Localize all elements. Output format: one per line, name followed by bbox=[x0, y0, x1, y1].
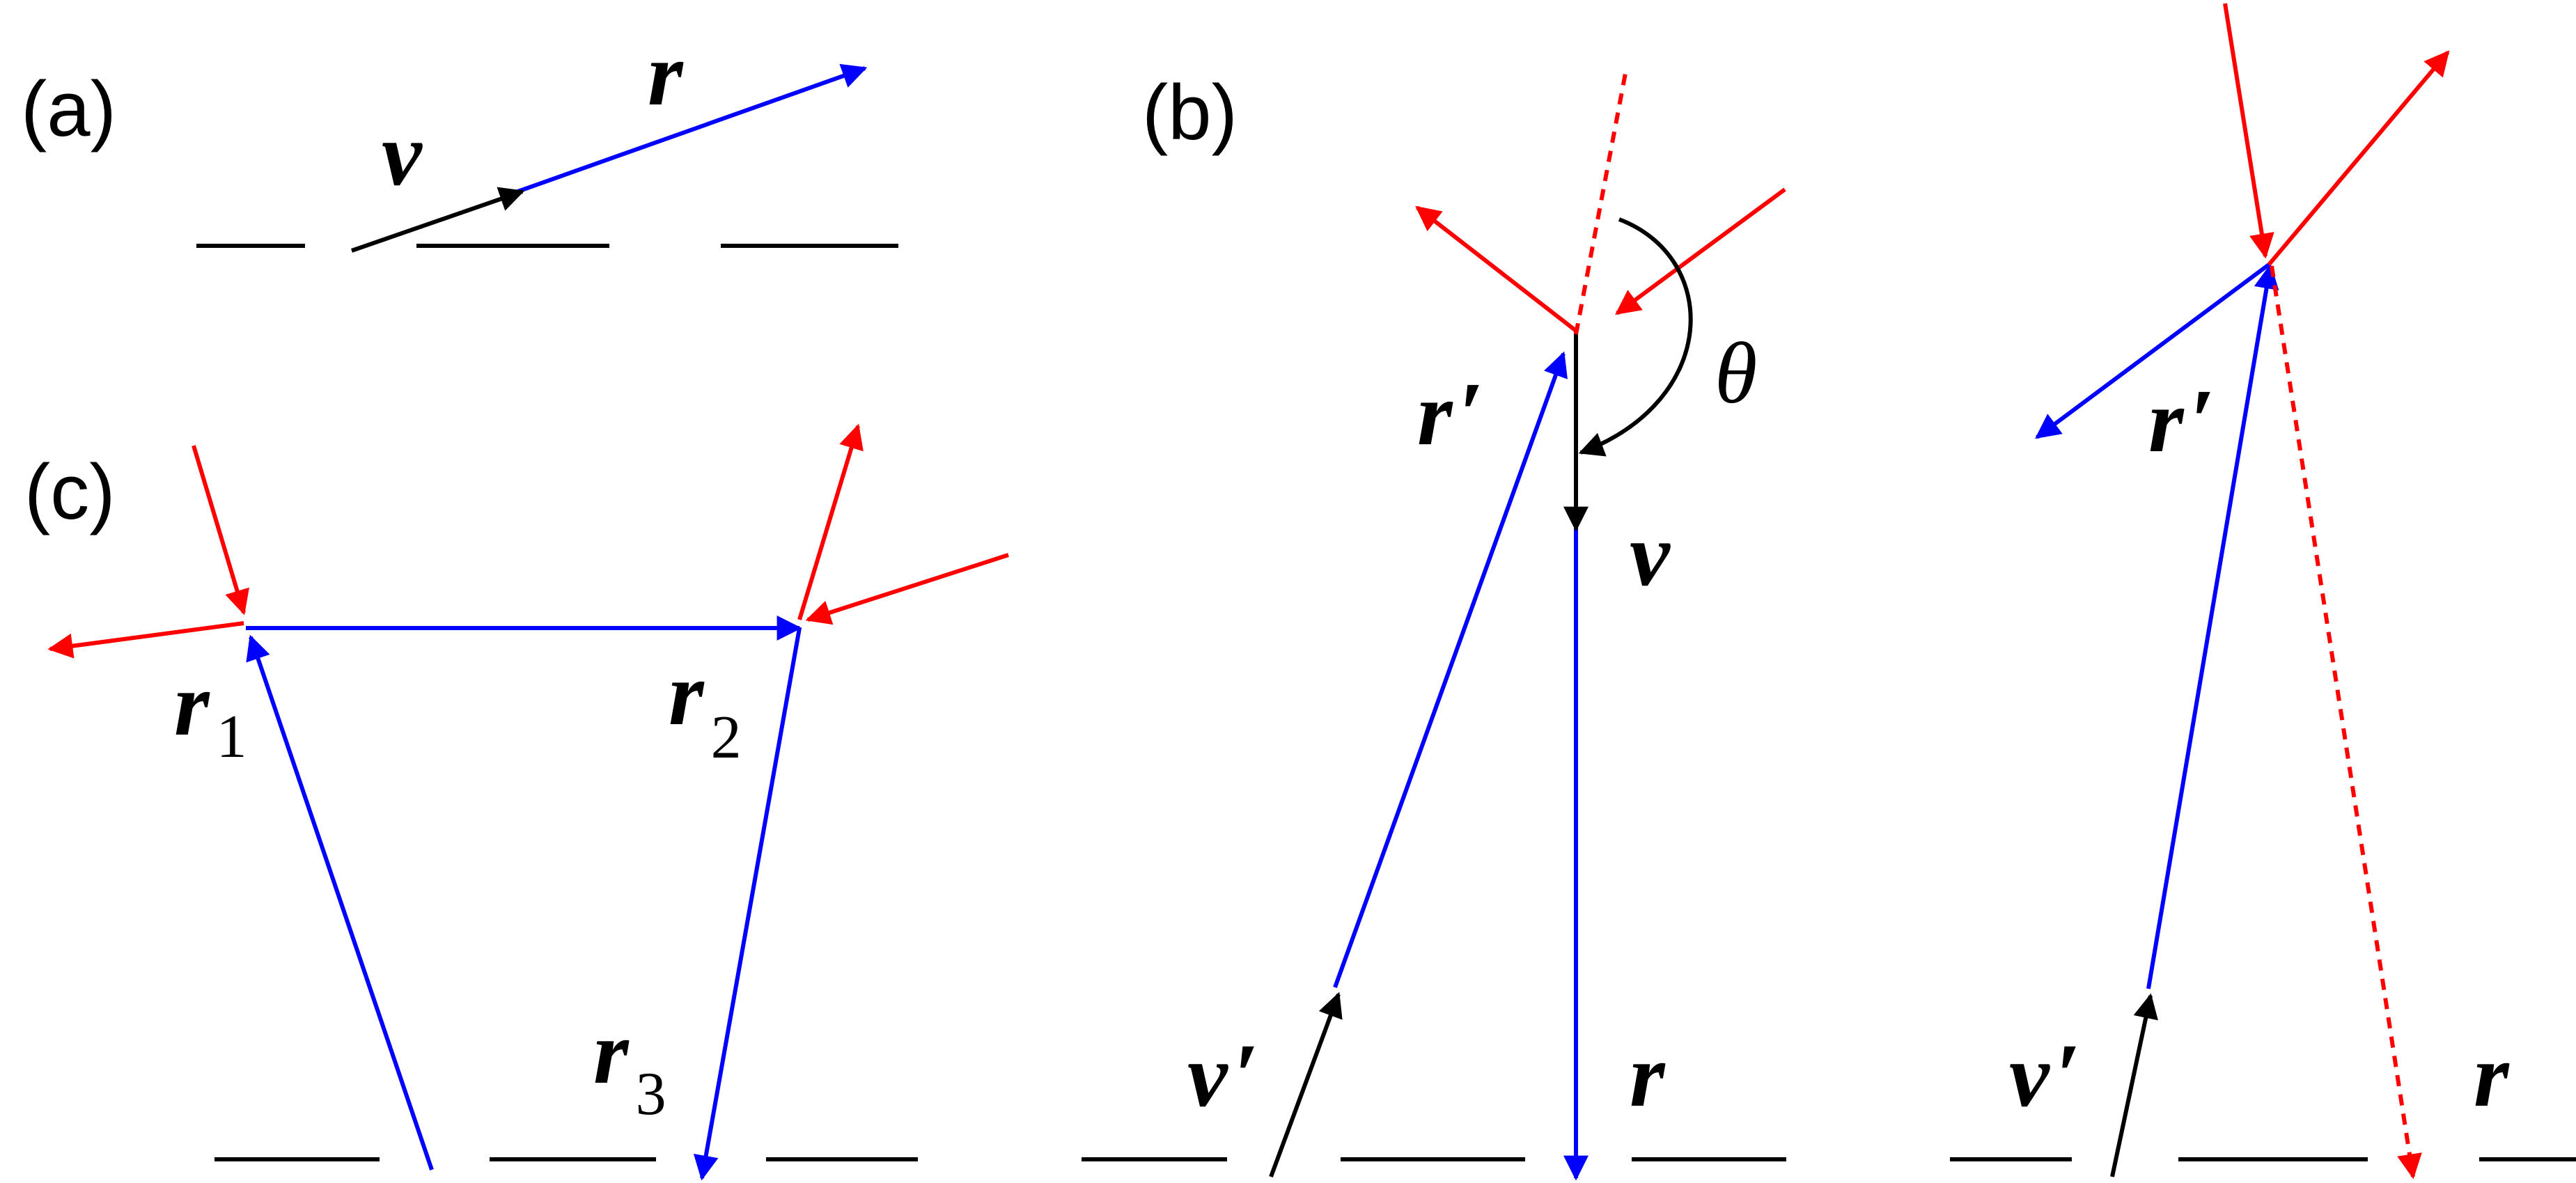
vector-v-arrow bbox=[351, 187, 525, 253]
incoming-red-arrow bbox=[2223, 3, 2274, 259]
incoming-red-arrow bbox=[805, 553, 1009, 625]
vector-v-prime-arrow bbox=[2110, 993, 2158, 1177]
vector-r-label: r bbox=[2474, 1026, 2510, 1126]
vector-r-label: r bbox=[648, 24, 684, 125]
vector-r-arrow bbox=[510, 63, 868, 196]
outgoing-red-arrow bbox=[1415, 205, 1577, 333]
vector-r-prime-label: r′ bbox=[2148, 371, 2215, 471]
panel-a-label: (a) bbox=[21, 65, 116, 152]
vector-v-label: v bbox=[382, 104, 423, 205]
theta-label: θ bbox=[1715, 326, 1757, 422]
vector-v-label: v bbox=[1630, 505, 1671, 605]
outgoing-red-arrow bbox=[2267, 50, 2450, 266]
extension-dotted-line bbox=[1574, 69, 1628, 335]
theta-angle-arc bbox=[1578, 217, 1693, 457]
vector-r1-arrow bbox=[246, 634, 434, 1170]
dotted-red-arrow bbox=[2270, 265, 2422, 1180]
vector-r3-arrow bbox=[693, 627, 802, 1181]
vector-v-prime-label: v′ bbox=[1187, 1026, 1258, 1126]
vector-r-label: r bbox=[1630, 1026, 1666, 1126]
outgoing-red-arrow bbox=[47, 621, 244, 659]
vector-r-prime-label: r′ bbox=[1417, 364, 1483, 464]
panel-b-label: (b) bbox=[1142, 69, 1238, 156]
blue-outgoing-arrow bbox=[2035, 263, 2270, 439]
panel-b: (b) θ r′ v v′ r bbox=[1082, 69, 1786, 1181]
panel-a: (a) r v bbox=[21, 24, 898, 253]
vector-r-prime-arrow bbox=[2146, 263, 2279, 989]
incoming-red-arrow bbox=[1615, 187, 1786, 315]
vector-r-prime-arrow bbox=[1333, 351, 1568, 989]
outgoing-red-arrow bbox=[797, 423, 864, 620]
panel-b-right: r′ v′ r bbox=[1950, 3, 2576, 1180]
vector-v-prime-arrow bbox=[1269, 992, 1343, 1178]
panel-c-label: (c) bbox=[24, 448, 116, 535]
vector-v-prime-label: v′ bbox=[2009, 1026, 2080, 1126]
incoming-red-arrow bbox=[192, 445, 249, 616]
